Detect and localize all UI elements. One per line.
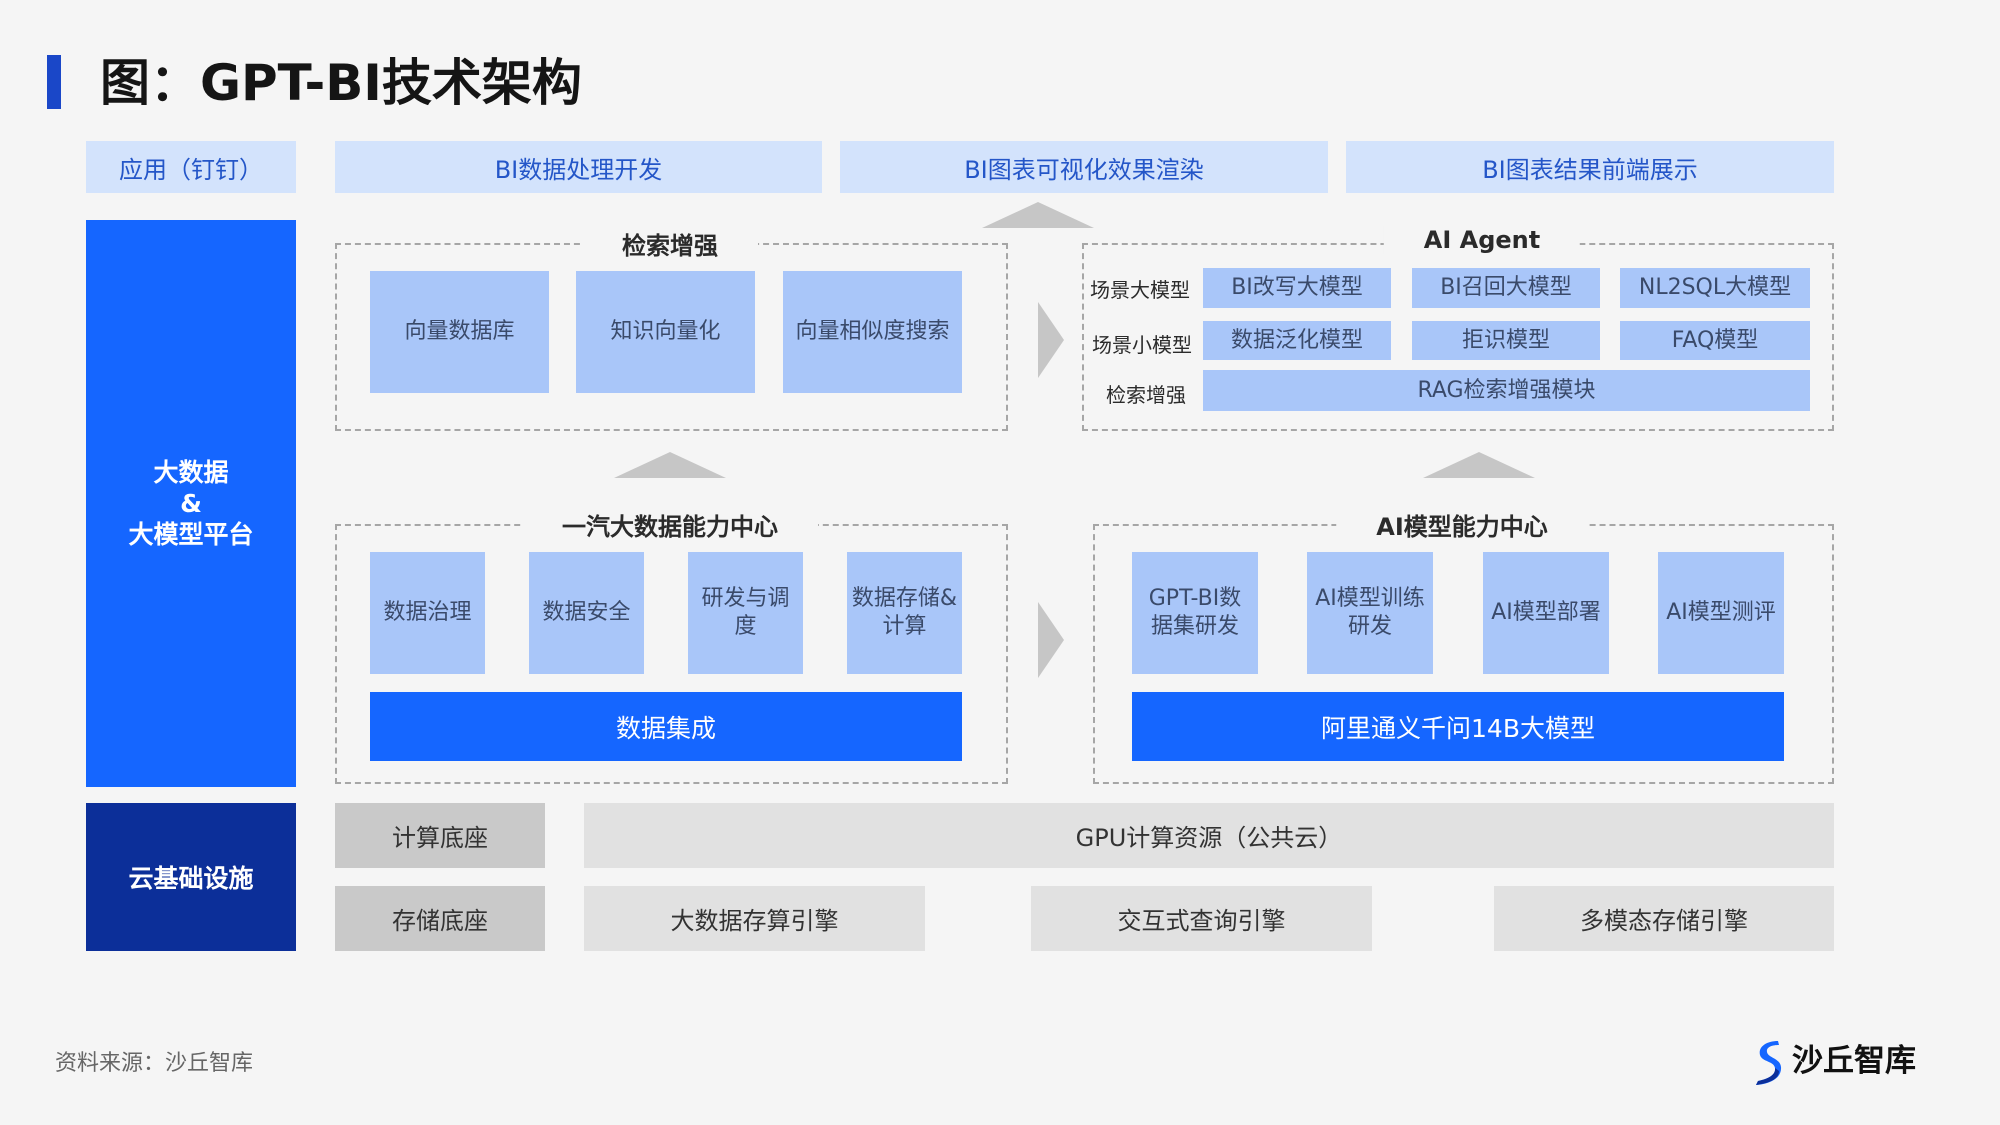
bi-rewrite-model-box: BI改写大模型 — [1203, 268, 1391, 308]
arrow-up-to-render — [982, 202, 1094, 228]
ai-model-training-box: AI模型训练研发 — [1307, 552, 1433, 674]
bigdata-center-title: 一汽大数据能力中心 — [522, 507, 818, 542]
platform-line1: 大数据 — [153, 458, 229, 487]
gpt-bi-dataset-box: GPT-BI数据集研发 — [1132, 552, 1258, 674]
row-label-retrieval: 检索增强 — [1106, 383, 1186, 407]
app-label-box: 应用（钉钉） — [86, 141, 296, 193]
rejection-model-box: 拒识模型 — [1412, 321, 1600, 360]
sand-dune-logo-icon — [1756, 1041, 1782, 1085]
storage-compute-box: 数据存储&计算 — [847, 552, 962, 674]
base-llm-box: 阿里通义千问14B大模型 — [1132, 692, 1784, 761]
dev-scheduling-box: 研发与调度 — [688, 552, 803, 674]
multimodal-storage-engine-box: 多模态存储引擎 — [1494, 886, 1834, 951]
arrow-up-to-retrieval — [614, 452, 726, 478]
brand-logo: 沙丘智库 — [1752, 1036, 1916, 1086]
logo-text: 沙丘智库 — [1792, 1043, 1916, 1079]
app-bi-data-dev: BI数据处理开发 — [335, 141, 822, 193]
app-bi-chart-frontend: BI图表结果前端展示 — [1346, 141, 1834, 193]
knowledge-vectorization-box: 知识向量化 — [576, 271, 755, 393]
platform-box: 大数据 & 大模型平台 — [86, 220, 296, 787]
faq-model-box: FAQ模型 — [1620, 321, 1810, 360]
page-title: 图：GPT-BI技术架构 — [100, 54, 582, 112]
arrow-right-to-agent — [1038, 302, 1064, 378]
cloud-infra-box: 云基础设施 — [86, 803, 296, 951]
platform-line2: & — [180, 489, 202, 518]
nl2sql-model-box: NL2SQL大模型 — [1620, 268, 1810, 308]
arrow-up-to-agent — [1423, 452, 1535, 478]
row-label-large-models: 场景大模型 — [1090, 278, 1190, 302]
ai-agent-group-title: AI Agent — [1383, 226, 1581, 254]
arrow-right-to-ai-center — [1038, 602, 1064, 678]
title-accent-bar — [47, 55, 61, 109]
ai-model-deploy-box: AI模型部署 — [1483, 552, 1609, 674]
ai-model-center-title: AI模型能力中心 — [1336, 507, 1588, 542]
vector-database-box: 向量数据库 — [370, 271, 549, 393]
platform-line3: 大模型平台 — [128, 520, 254, 549]
data-security-box: 数据安全 — [529, 552, 644, 674]
app-bi-chart-render: BI图表可视化效果渲染 — [840, 141, 1328, 193]
rag-module-box: RAG检索增强模块 — [1203, 370, 1810, 411]
ai-model-eval-box: AI模型测评 — [1658, 552, 1784, 674]
vector-similarity-search-box: 向量相似度搜索 — [783, 271, 962, 393]
data-integration-box: 数据集成 — [370, 692, 962, 761]
gpu-resource-box: GPU计算资源（公共云） — [584, 803, 1834, 868]
interactive-query-engine-box: 交互式查询引擎 — [1031, 886, 1372, 951]
retrieval-group-title: 检索增强 — [582, 226, 758, 261]
data-generalization-model-box: 数据泛化模型 — [1203, 321, 1391, 360]
storage-base-box: 存储底座 — [335, 886, 545, 951]
bigdata-engine-box: 大数据存算引擎 — [584, 886, 925, 951]
data-governance-box: 数据治理 — [370, 552, 485, 674]
compute-base-box: 计算底座 — [335, 803, 545, 868]
row-label-small-models: 场景小模型 — [1092, 333, 1192, 357]
bi-recall-model-box: BI召回大模型 — [1412, 268, 1600, 308]
source-note: 资料来源：沙丘智库 — [55, 1051, 254, 1076]
